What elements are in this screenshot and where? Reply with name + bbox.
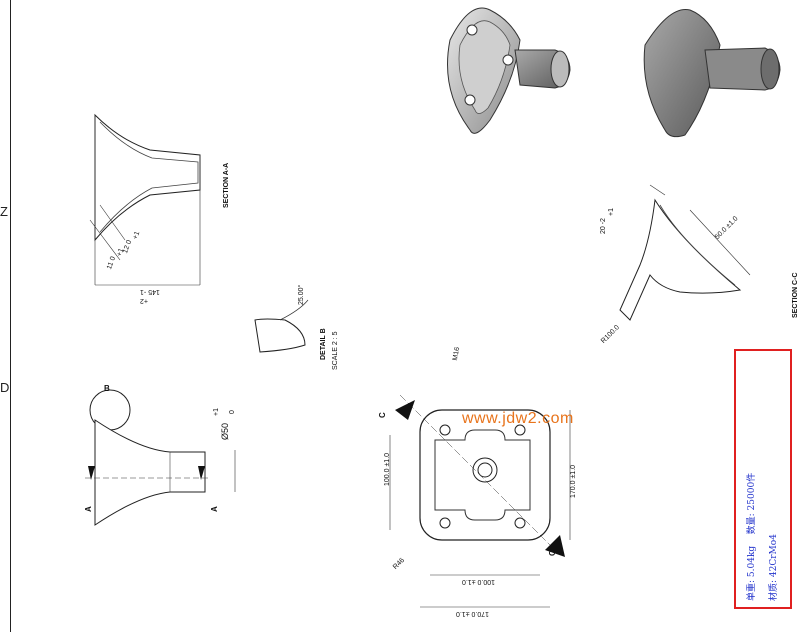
isometric-solid-view (643, 8, 781, 138)
detail-b-title: DETAIL B (320, 328, 327, 360)
quantity-label: 数量: (747, 513, 757, 535)
dimension-label: 100.0 ±1.0 (384, 452, 391, 486)
thread-callout: M16 (452, 346, 462, 362)
section-cut-letter: A (84, 506, 93, 512)
dimension-label: 170.0 ±1.0 (570, 464, 577, 498)
weight-label: 单重: (747, 579, 757, 601)
front-view (85, 389, 236, 526)
isometric-views (447, 7, 781, 138)
section-aa-title: SECTION A-A (223, 162, 230, 208)
detail-callout: B (104, 384, 110, 393)
detail-b-view (254, 299, 309, 353)
dimension-label: 20 -2 (600, 218, 607, 234)
detail-b-scale: SCALE 2 : 5 (332, 331, 339, 370)
plan-view (389, 394, 571, 608)
material-value: 42CrMo4 (769, 534, 779, 578)
dimension-tolerance: +1 (213, 408, 220, 416)
dimension-label: Ø50 (220, 422, 230, 440)
section-cc-view (619, 184, 751, 321)
section-cut-letter: C (548, 550, 557, 556)
spec-material-line: 材质: 42CrMo4 (766, 534, 779, 601)
dimension-tolerance: +2 (140, 297, 148, 304)
weight-value: 5.04kg (747, 545, 757, 578)
section-cut-letter: C (378, 412, 387, 418)
dimension-label: 100.0 ±1.0 (462, 578, 496, 585)
section-cc-title: SECTION C-C (792, 272, 799, 319)
section-aa-view (89, 113, 201, 286)
spec-weight-line: 单重: 5.04kg 数量: 25000件 (744, 473, 757, 601)
dimension-tolerance: 0 (229, 410, 236, 414)
sheet-border (10, 0, 11, 632)
zone-letter: D (0, 380, 10, 395)
section-cut-letter: A (210, 506, 219, 512)
zone-letter: Z (0, 204, 8, 219)
dimension-tolerance: +1 (608, 208, 615, 216)
isometric-hollow-view (447, 7, 571, 134)
dimension-label: 145 -1 (140, 288, 160, 295)
watermark: www.jdw2.com (462, 410, 574, 427)
quantity-value: 25000件 (747, 472, 757, 511)
detail-b-angle: 25.00° (298, 284, 305, 305)
material-label: 材质: (769, 579, 779, 601)
dimension-label: 170.0 ±1.0 (456, 610, 490, 617)
spec-box: 单重: 5.04kg 数量: 25000件 材质: 42CrMo4 (734, 349, 792, 609)
